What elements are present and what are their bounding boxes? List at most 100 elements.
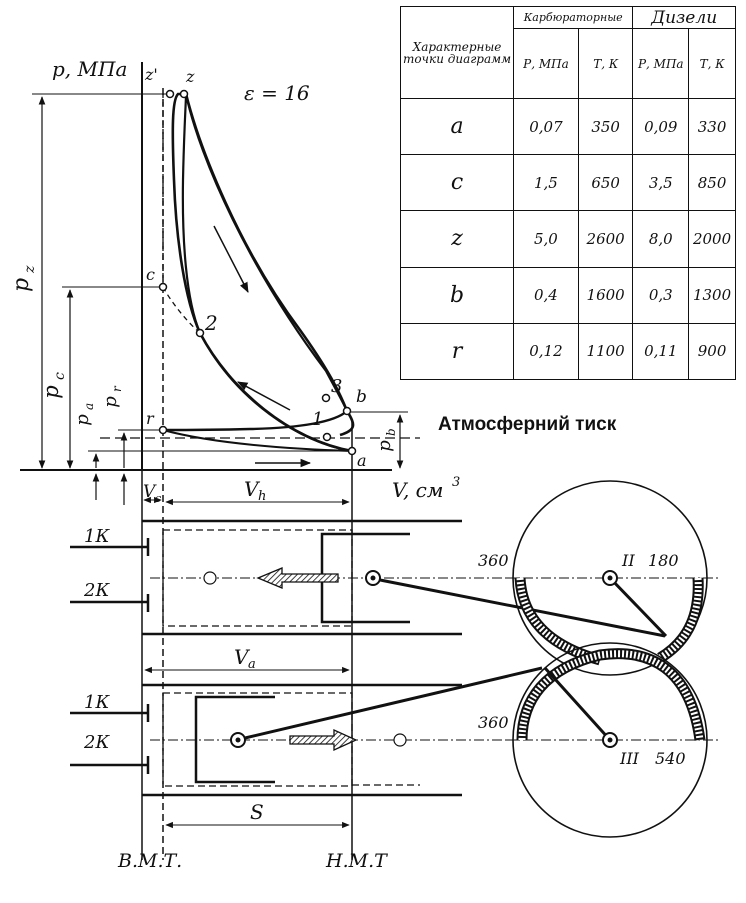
table-row: c 1,5 650 3,5 850 bbox=[400, 154, 736, 212]
pr-label: p bbox=[100, 396, 121, 408]
con-rod-bottom bbox=[244, 666, 543, 740]
row-diesel-p: 3,5 bbox=[632, 154, 690, 212]
vc-sub: c bbox=[155, 492, 161, 505]
header-diesel-t: Т, К bbox=[688, 28, 736, 99]
row-carb-p: 5,0 bbox=[513, 210, 579, 268]
exhaust-curve bbox=[162, 410, 348, 432]
intake-curve bbox=[162, 429, 353, 452]
point-c-marker bbox=[158, 282, 168, 292]
piston-motion-arrow-top bbox=[256, 567, 339, 589]
expansion-arrow bbox=[213, 225, 249, 293]
v-axis-label: V, см bbox=[392, 478, 443, 502]
valve-1k-top-label: 1К bbox=[84, 526, 110, 547]
pa-label-group: p a bbox=[72, 403, 96, 426]
cylinder-top: 1К 2К bbox=[70, 519, 666, 638]
point-z-prime-marker bbox=[165, 89, 175, 99]
row-point: b bbox=[400, 266, 514, 324]
row-carb-t: 1600 bbox=[577, 266, 634, 324]
crank-arm-bottom bbox=[543, 666, 612, 742]
point-3-label: 3 bbox=[331, 376, 342, 397]
va-sub: a bbox=[248, 657, 256, 672]
pb-label: p bbox=[374, 440, 395, 452]
pz-sub: z bbox=[22, 265, 38, 274]
point-1-marker bbox=[322, 432, 332, 442]
pr-sub: r bbox=[110, 385, 124, 392]
row-diesel-p: 0,11 bbox=[632, 322, 690, 381]
cycle-parameters-table: Характерные точки диаграмм Карбюраторные… bbox=[400, 6, 736, 381]
row-diesel-t: 850 bbox=[688, 154, 736, 212]
header-points: Характерные точки диаграмм bbox=[400, 6, 514, 99]
point-z-label: z bbox=[185, 67, 195, 86]
row-carb-t: 350 bbox=[577, 97, 634, 156]
carb-cycle-curve bbox=[181, 93, 353, 453]
piston-motion-arrow-bottom bbox=[289, 728, 358, 752]
table-row: a 0,07 350 0,09 330 bbox=[400, 97, 736, 156]
point-c-label: c bbox=[146, 265, 155, 284]
crank-bottom: 360 540 III bbox=[478, 642, 720, 838]
compression-dashed bbox=[162, 286, 201, 334]
row-carb-p: 0,4 bbox=[513, 266, 579, 324]
row-point: c bbox=[400, 154, 514, 212]
piston-bottom bbox=[194, 695, 275, 784]
row-diesel-p: 8,0 bbox=[632, 210, 690, 268]
point-2-marker bbox=[195, 328, 205, 338]
row-point: a bbox=[400, 97, 514, 156]
row-point: r bbox=[400, 322, 514, 381]
vc-label: V bbox=[143, 482, 157, 502]
row-carb-t: 2600 bbox=[577, 210, 634, 268]
row-diesel-t: 2000 bbox=[688, 210, 736, 268]
row-diesel-t: 330 bbox=[688, 97, 736, 156]
va-label: V bbox=[234, 645, 251, 669]
row-carb-p: 0,12 bbox=[513, 322, 579, 381]
p-axis-label: p, МПа bbox=[52, 57, 127, 81]
row-carb-p: 1,5 bbox=[513, 154, 579, 212]
pz-label-group: p z bbox=[9, 265, 38, 292]
point-a-label: a bbox=[357, 451, 367, 470]
header-carb-t: Т, К bbox=[577, 28, 634, 99]
point-a-marker bbox=[347, 446, 357, 456]
table-row: z 5,0 2600 8,0 2000 bbox=[400, 210, 736, 268]
point-b-label: b bbox=[356, 387, 367, 407]
crank-bottom-roman: III bbox=[619, 749, 640, 768]
crank-arc-top-left bbox=[514, 577, 602, 666]
bdc-label: Н.М.Т bbox=[325, 850, 388, 872]
crank-top: 360 180 II bbox=[478, 480, 720, 676]
crank-arm-top bbox=[608, 576, 668, 638]
row-diesel-t: 1300 bbox=[688, 266, 736, 324]
cylinder-bottom: 1К 2К bbox=[70, 666, 543, 797]
pb-label-group: p b bbox=[374, 428, 398, 451]
vh-sub: h bbox=[258, 489, 266, 504]
header-carb-p: Р, МПа bbox=[513, 28, 579, 99]
crank-top-roman: II bbox=[621, 551, 635, 570]
pb-sub: b bbox=[384, 428, 398, 436]
header-carb: Карбюраторные bbox=[512, 6, 634, 29]
row-diesel-p: 0,3 bbox=[632, 266, 690, 324]
atmospheric-pressure-label: Атмосферний тиск bbox=[438, 414, 617, 435]
table-row: b 0,4 1600 0,3 1300 bbox=[400, 266, 736, 324]
v-axis-exponent: 3 bbox=[452, 475, 460, 490]
point-z-prime-label: z' bbox=[144, 65, 158, 84]
point-r-marker bbox=[158, 425, 168, 435]
point-z-marker bbox=[179, 89, 189, 99]
pc-sub: c bbox=[52, 372, 68, 380]
valve-2k-top-label: 2К bbox=[83, 580, 110, 601]
table-row: r 0,12 1100 0,11 900 bbox=[400, 322, 736, 381]
stroke-label: S bbox=[250, 800, 264, 824]
point-3-marker bbox=[321, 393, 331, 403]
header-diesel: Дизели bbox=[632, 6, 736, 29]
crank-top-left-deg: 360 bbox=[478, 551, 509, 570]
row-point: z bbox=[400, 210, 514, 268]
tdc-label: В.М.Т. bbox=[117, 850, 182, 872]
crank-bottom-right-deg: 540 bbox=[655, 749, 686, 768]
valve-2k-bot-label: 2К bbox=[83, 732, 110, 753]
point-2-label: 2 bbox=[204, 311, 218, 335]
vh-label: V bbox=[244, 477, 261, 501]
pc-label-group: p c bbox=[39, 372, 68, 399]
point-1-label: 1 bbox=[312, 409, 323, 430]
combustion-dashed bbox=[162, 93, 178, 287]
crank-bottom-left-deg: 360 bbox=[478, 713, 509, 732]
row-diesel-t: 900 bbox=[688, 322, 736, 381]
row-carb-p: 0,07 bbox=[513, 97, 579, 156]
